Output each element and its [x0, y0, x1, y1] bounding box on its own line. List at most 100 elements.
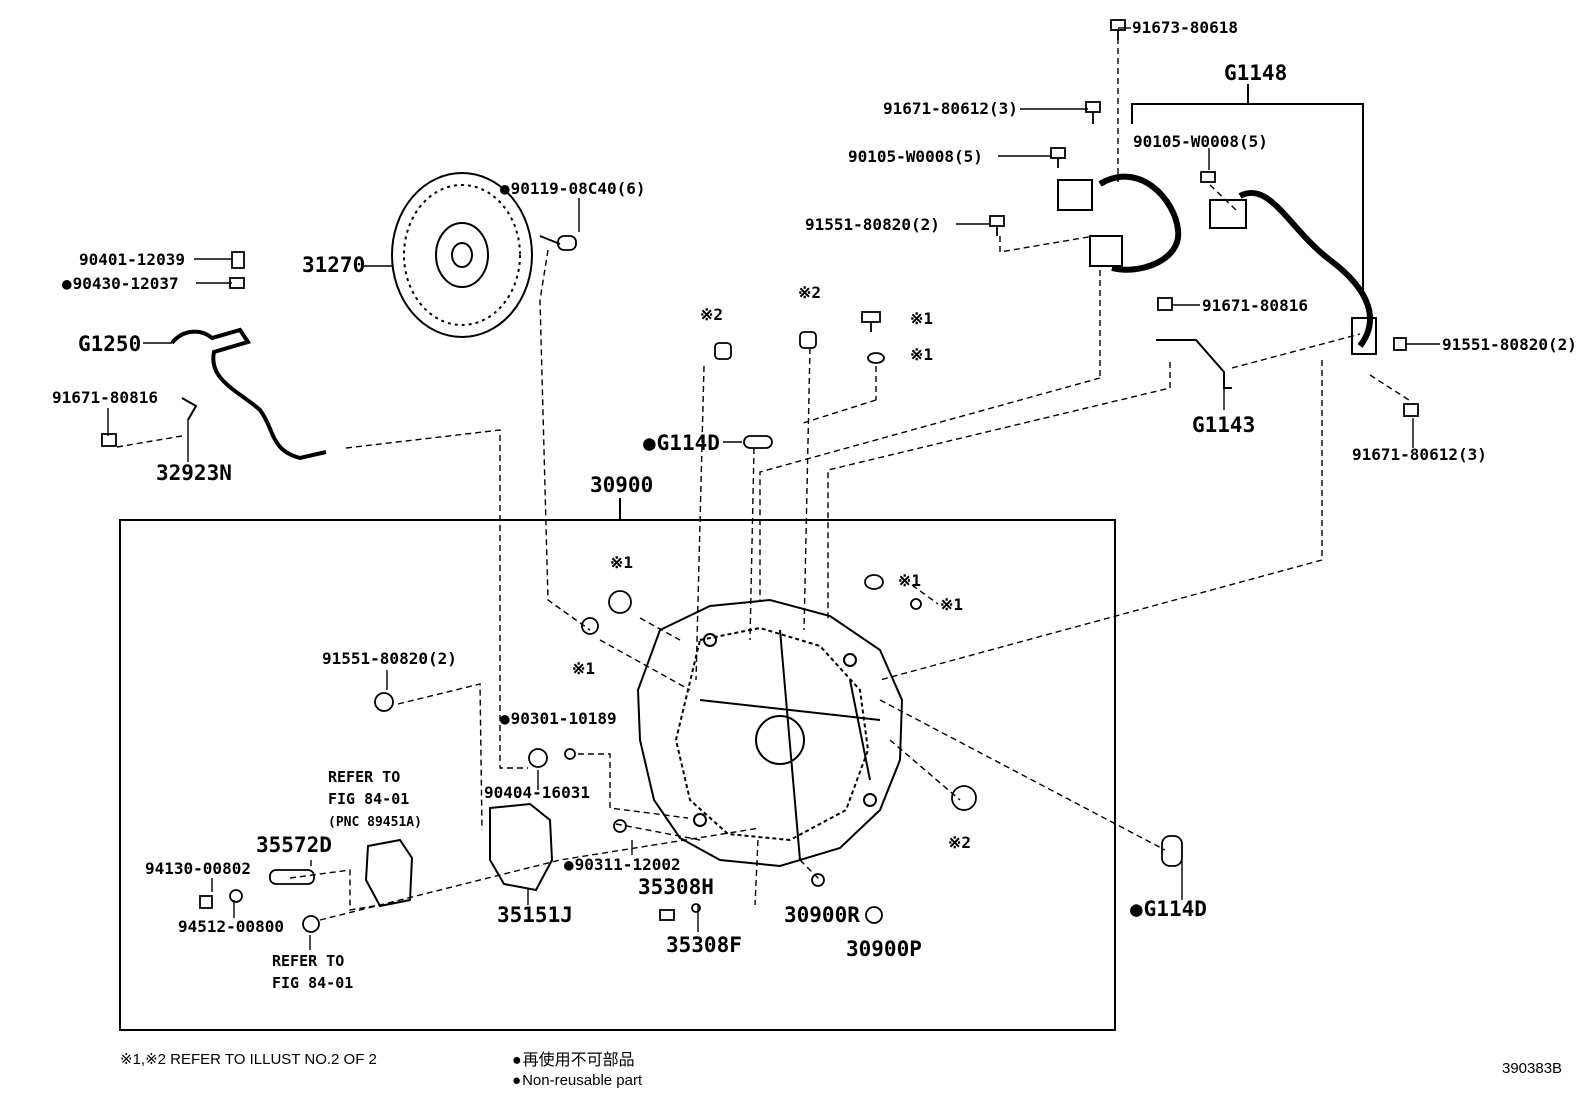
label-g1250: G1250	[78, 332, 142, 356]
hose-right	[1238, 190, 1373, 348]
label-91551-80820-right: 91551-80820(2)	[1442, 335, 1577, 354]
washer-94512	[229, 889, 243, 903]
mark-m1-c: ※1	[610, 553, 634, 572]
bolt-90404	[528, 748, 548, 768]
clamp-32923n	[181, 397, 198, 421]
label-94512-00800: 94512-00800	[178, 917, 284, 936]
g114d-top-part	[743, 435, 773, 449]
mark-m1-b: ※1	[910, 345, 934, 364]
pipe-g1250	[170, 327, 327, 461]
label-90430-12037: 90430-12037	[62, 275, 179, 293]
label-90301-10189: 90301-10189	[500, 710, 617, 728]
label-31270: 31270	[302, 253, 366, 277]
hose-left	[1098, 173, 1182, 273]
label-35151j: 35151J	[497, 903, 573, 927]
mark-m1-a: ※1	[910, 309, 934, 328]
mark-m1-e: ※1	[898, 571, 922, 590]
refer-fig-84-01: REFER TO FIG 84-01	[272, 950, 353, 994]
washer-30900r	[811, 873, 825, 887]
label-30900: 30900	[590, 473, 654, 497]
label-94130-00802: 94130-00802	[145, 859, 251, 878]
label-91673-80618: 91673-80618	[1132, 18, 1238, 37]
label-90311-12002: 90311-12002	[564, 856, 681, 874]
assembly-frame-30900	[119, 519, 1116, 1031]
label-g1148: G1148	[1224, 61, 1288, 85]
refer-line-2b: FIG 84-01	[272, 974, 354, 992]
plug-m2-a	[714, 342, 732, 360]
label-35308h: 35308H	[638, 875, 714, 899]
label-g114d-bottom: G114D	[1130, 898, 1207, 920]
mark-m2-a: ※2	[700, 305, 724, 324]
bolt-91551-top	[989, 215, 1005, 227]
washer-90430	[229, 277, 245, 289]
bolt-35308h	[659, 909, 675, 921]
label-35308f: 35308F	[666, 933, 742, 957]
refer-line-1b: REFER TO	[272, 952, 345, 970]
label-90404-16031: 90404-16031	[484, 783, 590, 802]
plug-m2-b	[799, 331, 817, 349]
connector-left	[1057, 179, 1093, 211]
g114d-bottom-part	[1161, 835, 1183, 867]
bushing-35572d	[269, 869, 315, 885]
connector-end	[1351, 317, 1377, 355]
fasteners	[101, 19, 1419, 933]
washer-m1-b	[867, 352, 885, 364]
label-g1143: G1143	[1192, 413, 1256, 437]
solid-leaders	[107, 27, 1440, 950]
plug-m1-c	[608, 590, 632, 614]
bolt-90401	[231, 251, 245, 269]
legend-non-reusable-ja: 再使用不可部品	[512, 1046, 635, 1070]
label-91671-80612-top: 91671-80612(3)	[883, 99, 1018, 118]
refer-fig-84-01-pnc: REFER TO FIG 84-01 (PNC 89451A)	[328, 766, 422, 834]
label-g114d-top: G114D	[643, 432, 720, 454]
label-90105-w0008-left: 90105-W0008(5)	[848, 147, 983, 166]
bolt-91671-right	[1157, 297, 1173, 311]
damper-31270	[391, 172, 533, 338]
connector-mid	[1089, 235, 1123, 267]
label-30900p: 30900P	[846, 937, 922, 961]
legend-symbol-note: ※1,※2 REFER TO ILLUST NO.2 OF 2	[120, 1051, 377, 1068]
bracket-35151j	[489, 802, 554, 892]
label-90119-08c40: 90119-08C40(6)	[500, 180, 646, 198]
bolt-90105-right	[1200, 171, 1216, 183]
label-90105-w0008-right: 90105-W0008(5)	[1133, 132, 1268, 151]
plug-m1-d	[581, 617, 599, 635]
connector-right	[1209, 199, 1247, 229]
label-35572d: 35572D	[256, 833, 332, 857]
mark-m1-f: ※1	[940, 595, 964, 614]
mark-m1-d: ※1	[572, 659, 596, 678]
bolt-91551-right	[1393, 337, 1407, 351]
label-32923n: 32923N	[156, 461, 232, 485]
transaxle-housing	[636, 598, 904, 868]
bolt-91671-left	[101, 433, 117, 447]
plug-m1-a	[861, 311, 881, 323]
label-91551-80820-inner: 91551-80820(2)	[322, 649, 457, 668]
plug-30900p	[865, 906, 883, 924]
washer-90311	[613, 819, 627, 833]
nut-94130	[199, 895, 213, 909]
bolt-91671-80612-right	[1403, 403, 1419, 417]
label-91671-80816-left: 91671-80816	[52, 388, 158, 407]
bolt-91551-inner	[374, 692, 394, 712]
washer-90301	[564, 748, 576, 760]
refer-line-3: (PNC 89451A)	[328, 815, 422, 830]
neutral-switch	[364, 838, 414, 908]
label-91551-80820-top: 91551-80820(2)	[805, 215, 940, 234]
bolt-91671-80612-top	[1085, 101, 1101, 113]
label-90401-12039: 90401-12039	[79, 250, 185, 269]
washer-m1-f	[910, 598, 922, 610]
bolt-94512-side	[302, 915, 320, 933]
mark-m2-b: ※2	[798, 283, 822, 302]
bolt-90105-left	[1050, 147, 1066, 159]
label-91671-80612-right: 91671-80612(3)	[1352, 445, 1487, 464]
label-91671-80816-right: 91671-80816	[1202, 296, 1308, 315]
dashed-projection-lines	[116, 38, 1413, 921]
mark-m2-c: ※2	[948, 833, 972, 852]
plug-m2-c	[951, 785, 977, 811]
refer-line-2: FIG 84-01	[328, 790, 410, 808]
bolt-90119	[557, 235, 577, 251]
diagram-code: 390383B	[1502, 1060, 1563, 1077]
plug-m1-e	[864, 574, 884, 590]
